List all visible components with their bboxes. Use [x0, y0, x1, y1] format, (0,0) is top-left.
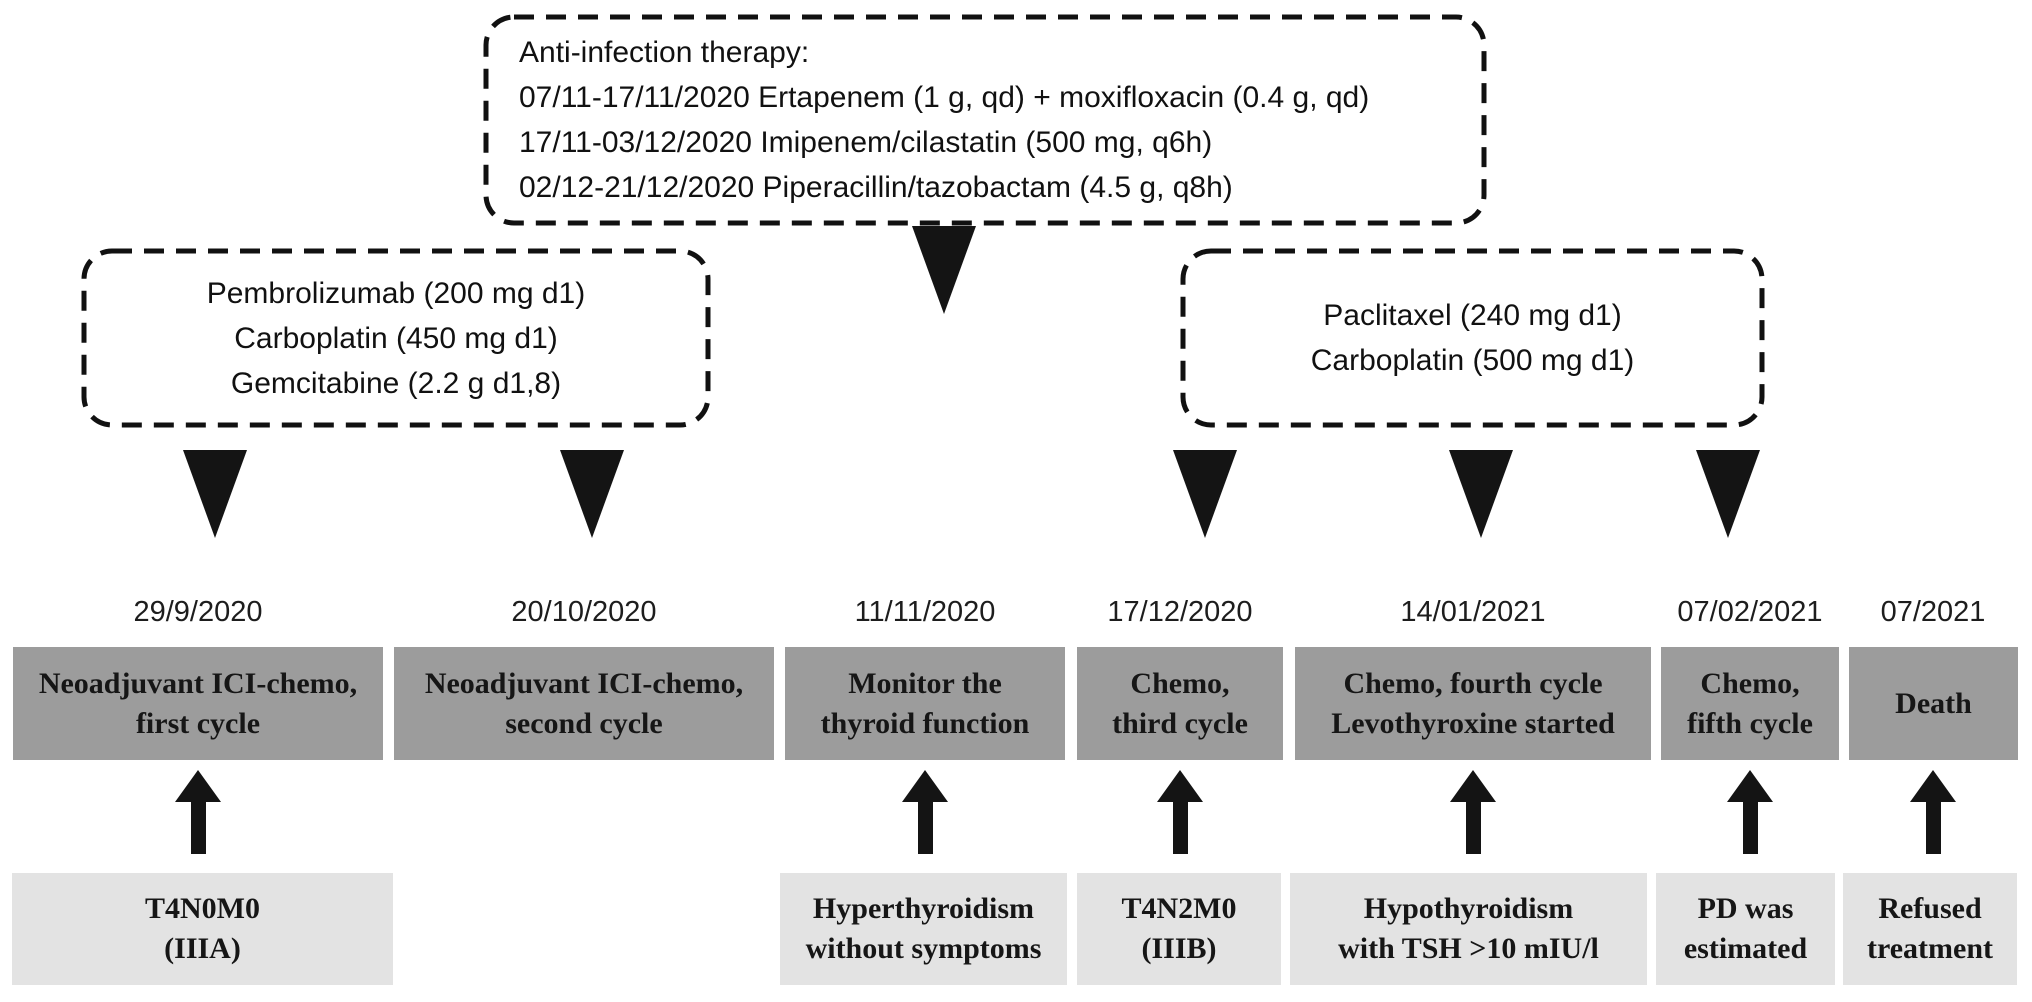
up-arrow-icon	[902, 770, 948, 854]
date-label: 17/12/2020	[1107, 596, 1253, 628]
timeline-segment: Neoadjuvant ICI-chemo, first cycle	[13, 647, 383, 760]
up-arrow-icon	[1910, 770, 1956, 854]
up-arrow-icon	[1727, 770, 1773, 854]
timeline-segment: Chemo, third cycle	[1077, 647, 1283, 760]
date-label: 07/02/2021	[1677, 596, 1823, 628]
down-arrow-icon	[912, 226, 976, 314]
anti-infection-title: Anti-infection therapy:	[519, 36, 810, 69]
up-arrow-icon	[1450, 770, 1496, 854]
regimen-line: Pembrolizumab (200 mg d1)	[206, 276, 586, 310]
down-arrow-icon	[183, 450, 247, 538]
regimen-line: Carboplatin (500 mg d1)	[1310, 344, 1635, 377]
date-label: 14/01/2021	[1400, 596, 1546, 628]
timeline-segment: Neoadjuvant ICI-chemo, second cycle	[394, 647, 774, 760]
date-label: 20/10/2020	[511, 596, 657, 628]
timeline-segment: Monitor the thyroid function	[785, 647, 1065, 760]
up-arrow-icon	[1157, 770, 1203, 854]
finding-box: PD was estimated	[1656, 873, 1835, 985]
date-label: 11/11/2020	[854, 596, 996, 628]
finding-box: T4N0M0 (IIIA)	[12, 873, 393, 985]
anti-infection-line: 07/11-17/11/2020 Ertapenem (1 g, qd) + m…	[519, 81, 1370, 114]
regimen-line: Carboplatin (450 mg d1)	[234, 321, 558, 355]
down-arrow-icon	[560, 450, 624, 538]
up-arrow-icon	[175, 770, 221, 854]
chemo-regimen-box: Paclitaxel (240 mg d1) Carboplatin (500 …	[1180, 248, 1765, 428]
date-label: 07/2021	[1880, 596, 1986, 628]
down-arrow-icon	[1173, 450, 1237, 538]
timeline-segment: Chemo, fourth cycle Levothyroxine starte…	[1295, 647, 1651, 760]
regimen-line: Gemcitabine (2.2 g d1,8)	[230, 366, 562, 400]
timeline-segment: Death	[1849, 647, 2018, 760]
dashed-border	[81, 248, 711, 428]
down-arrow-icon	[1696, 450, 1760, 538]
dashed-border	[483, 14, 1487, 226]
anti-infection-line: 02/12-21/12/2020 Piperacillin/tazobactam…	[519, 171, 1233, 204]
regimen-line: Paclitaxel (240 mg d1)	[1323, 299, 1622, 332]
date-label: 29/9/2020	[133, 596, 263, 628]
finding-box: T4N2M0 (IIIB)	[1077, 873, 1281, 985]
neoadjuvant-regimen-box: Pembrolizumab (200 mg d1) Carboplatin (4…	[81, 248, 711, 428]
finding-box: Hypothyroidism with TSH >10 mIU/l	[1290, 873, 1647, 985]
anti-infection-therapy-box: Anti-infection therapy: 07/11-17/11/2020…	[483, 14, 1487, 226]
timeline-segment: Chemo, fifth cycle	[1661, 647, 1839, 760]
dashed-border	[1180, 248, 1765, 428]
anti-infection-line: 17/11-03/12/2020 Imipenem/cilastatin (50…	[519, 126, 1213, 159]
finding-box: Refused treatment	[1843, 873, 2017, 985]
finding-box: Hyperthyroidism without symptoms	[780, 873, 1067, 985]
down-arrow-icon	[1449, 450, 1513, 538]
